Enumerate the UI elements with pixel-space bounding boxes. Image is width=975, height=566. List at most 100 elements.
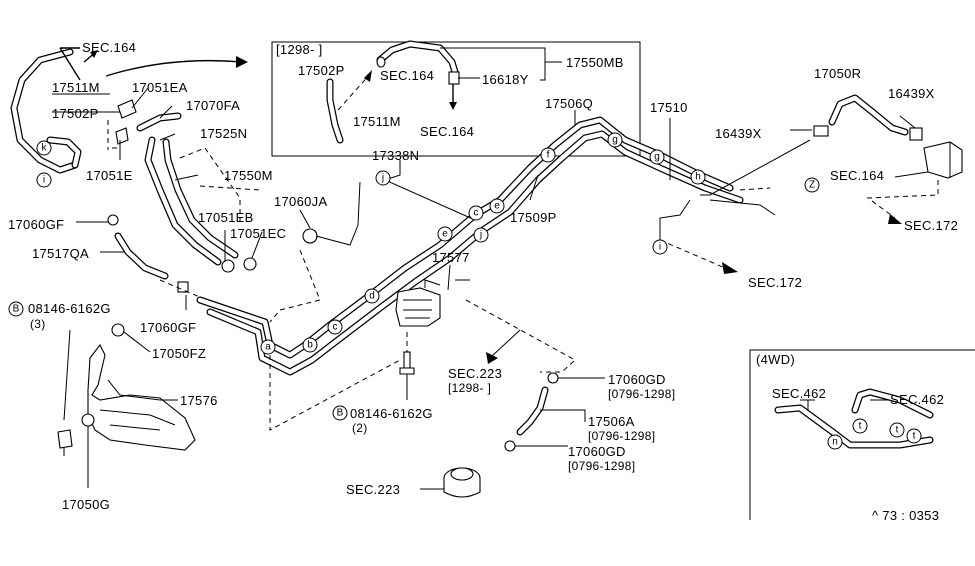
inset-box-4wd — [749, 349, 975, 520]
label-17060GD-b: 17060GD — [568, 444, 626, 459]
label-17525N: 17525N — [200, 126, 247, 141]
svg-text:b: b — [307, 340, 313, 351]
label-sec462-a: SEC.462 — [772, 386, 826, 401]
label-sec164-a: SEC.164 — [82, 40, 136, 55]
label-17550M: 17550M — [224, 168, 273, 183]
label-16439X-a: 16439X — [888, 86, 935, 101]
label-sec164-d: SEC.164 — [830, 168, 884, 183]
marker-b — [302, 337, 318, 353]
label-17060GD-b-date: [0796-1298] — [568, 459, 635, 473]
clamp-17060JA — [302, 228, 318, 244]
bolt-08146-6162G-a — [57, 429, 73, 449]
marker-g-1 — [607, 132, 623, 148]
clip-17051E — [115, 127, 129, 145]
svg-text:B: B — [337, 408, 344, 419]
svg-text:h: h — [695, 172, 701, 183]
label-diagram-code: ^ 73 : 0353 — [872, 508, 939, 523]
svg-text:t: t — [913, 431, 916, 442]
label-16618Y: 16618Y — [482, 72, 529, 87]
clamp-16439X-b — [909, 127, 923, 141]
svg-text:g: g — [612, 135, 618, 146]
label-17051EB: 17051EB — [198, 210, 254, 225]
marker-t-3 — [906, 428, 922, 444]
clip-17051EB — [221, 259, 235, 273]
svg-text:B: B — [13, 304, 20, 315]
svg-text:d: d — [369, 291, 375, 302]
svg-text:g: g — [654, 152, 660, 163]
marker-f — [540, 147, 556, 163]
label-17577: 17577 — [432, 250, 470, 265]
label-17517QA: 17517QA — [32, 246, 89, 261]
svg-text:c: c — [474, 208, 479, 219]
clamp-17060GF-a — [107, 214, 119, 226]
label-17060JA: 17060JA — [274, 194, 327, 209]
svg-text:f: f — [547, 150, 550, 161]
label-sec172-b: SEC.172 — [748, 275, 802, 290]
grommet-17050FZ — [111, 323, 125, 337]
marker-g-2 — [649, 149, 665, 165]
clamp-17060GF-b — [177, 281, 189, 293]
svg-text:e: e — [494, 201, 500, 212]
label-17506A: 17506A — [588, 414, 635, 429]
label-17511M-a: 17511M — [52, 80, 100, 95]
marker-h — [690, 169, 706, 185]
label-bolt-b: 08146-6162G — [350, 406, 433, 421]
label-17502P-a: 17502P — [52, 106, 99, 121]
bolt-08146-6162G-b — [403, 351, 411, 369]
bracket-17577 — [395, 287, 441, 327]
svg-text:e: e — [442, 229, 448, 240]
label-17338N: 17338N — [372, 148, 419, 163]
label-17050R: 17050R — [814, 66, 861, 81]
label-bolt-a: 08146-6162G — [28, 301, 111, 316]
label-4wd-title: (4WD) — [756, 352, 795, 367]
label-17050G: 17050G — [62, 497, 110, 512]
label-17576: 17576 — [180, 393, 218, 408]
label-17502P-b: 17502P — [298, 63, 345, 78]
svg-text:a: a — [265, 342, 271, 353]
marker-c-2 — [468, 205, 484, 221]
label-17070FA: 17070FA — [186, 98, 240, 113]
marker-i-1 — [652, 239, 668, 255]
svg-text:n: n — [832, 437, 838, 448]
label-17509P: 17509P — [510, 210, 557, 225]
label-sec462-b: SEC.462 — [890, 392, 944, 407]
svg-text:i: i — [659, 242, 661, 253]
label-17510: 17510 — [650, 100, 688, 115]
marker-e-1 — [437, 226, 453, 242]
bolt-mark-a — [8, 301, 24, 317]
label-sec223-a: SEC.223 — [448, 366, 502, 381]
label-inset-date: [1298- ] — [276, 42, 322, 57]
marker-k — [36, 140, 52, 156]
label-17060GD-a: 17060GD — [608, 372, 666, 387]
hose-17517QA — [114, 232, 169, 280]
label-17060GF-b: 17060GF — [140, 320, 196, 335]
label-sec164-b: SEC.164 — [380, 68, 434, 83]
label-17051EC: 17051EC — [230, 226, 286, 241]
label-17050FZ: 17050FZ — [152, 346, 206, 361]
marker-n — [827, 434, 843, 450]
label-17051E: 17051E — [86, 168, 133, 183]
inset-box-1298 — [271, 41, 641, 157]
svg-text:j: j — [479, 230, 482, 241]
marker-d — [364, 288, 380, 304]
label-sec223-a-date: [1298- ] — [448, 381, 491, 395]
label-17506Q: 17506Q — [545, 96, 593, 111]
svg-text:c: c — [333, 322, 338, 333]
marker-e-2 — [489, 198, 505, 214]
clip-17051EA — [117, 99, 137, 119]
fuel-filter — [923, 141, 963, 179]
clamp-17060GD-a — [547, 372, 559, 384]
label-sec223-b: SEC.223 — [346, 482, 400, 497]
svg-text:t: t — [896, 425, 899, 436]
svg-text:Z: Z — [809, 180, 815, 191]
marker-c-1 — [327, 319, 343, 335]
label-17060GF-a: 17060GF — [8, 217, 64, 232]
label-17051EA: 17051EA — [132, 80, 188, 95]
svg-text:t: t — [859, 421, 862, 432]
label-sec172-a: SEC.172 — [904, 218, 958, 233]
marker-t-1 — [852, 418, 868, 434]
svg-text:i: i — [43, 175, 45, 186]
label-17060GD-a-date: [0796-1298] — [608, 387, 675, 401]
